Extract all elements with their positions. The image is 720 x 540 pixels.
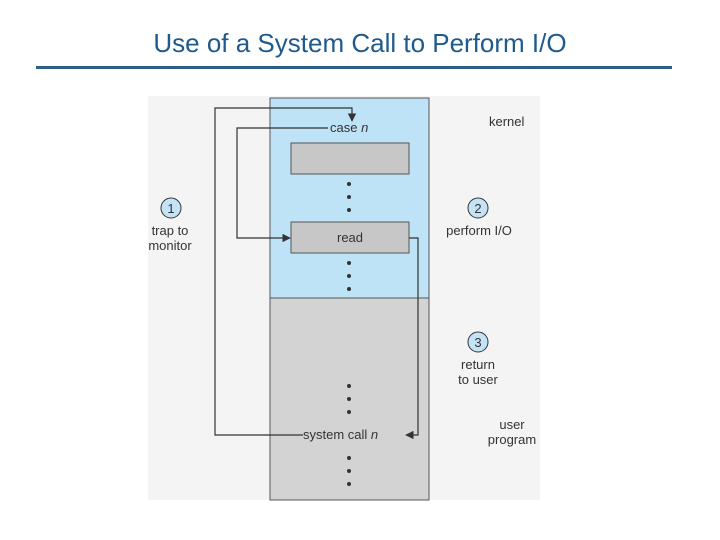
step-1-number: 1 [167, 201, 174, 216]
case-n-label: case n [330, 120, 368, 135]
title-underline [36, 66, 672, 69]
step-2-number: 2 [474, 201, 481, 216]
arrow-case-to-read [236, 127, 328, 243]
user-program-label-line1: user [499, 417, 525, 432]
step-3-label-line1: return [461, 357, 495, 372]
step-3-circle [467, 331, 489, 353]
read-label: read [337, 230, 363, 245]
step-1-circle [160, 197, 182, 219]
system-call-label: system call n [303, 427, 378, 442]
step-1-label-line1: trap to [152, 223, 189, 238]
slide-title: Use of a System Call to Perform I/O [153, 28, 567, 58]
arrow-return-to-user [405, 237, 419, 440]
read-routine-box [290, 221, 410, 254]
step-1-label-line2: monitor [148, 238, 192, 253]
step-3-label-line2: to user [458, 372, 498, 387]
step-2-label-line1: perform I/O [446, 223, 512, 238]
kernel-label: kernel [489, 114, 525, 129]
step-2-circle [467, 197, 489, 219]
ellipsis-dots [347, 182, 351, 486]
step-3-number: 3 [474, 335, 481, 350]
user-program-label-line2: program [488, 432, 536, 447]
kernel-routine-box [290, 142, 410, 175]
arrow-trap-to-case [214, 107, 357, 436]
